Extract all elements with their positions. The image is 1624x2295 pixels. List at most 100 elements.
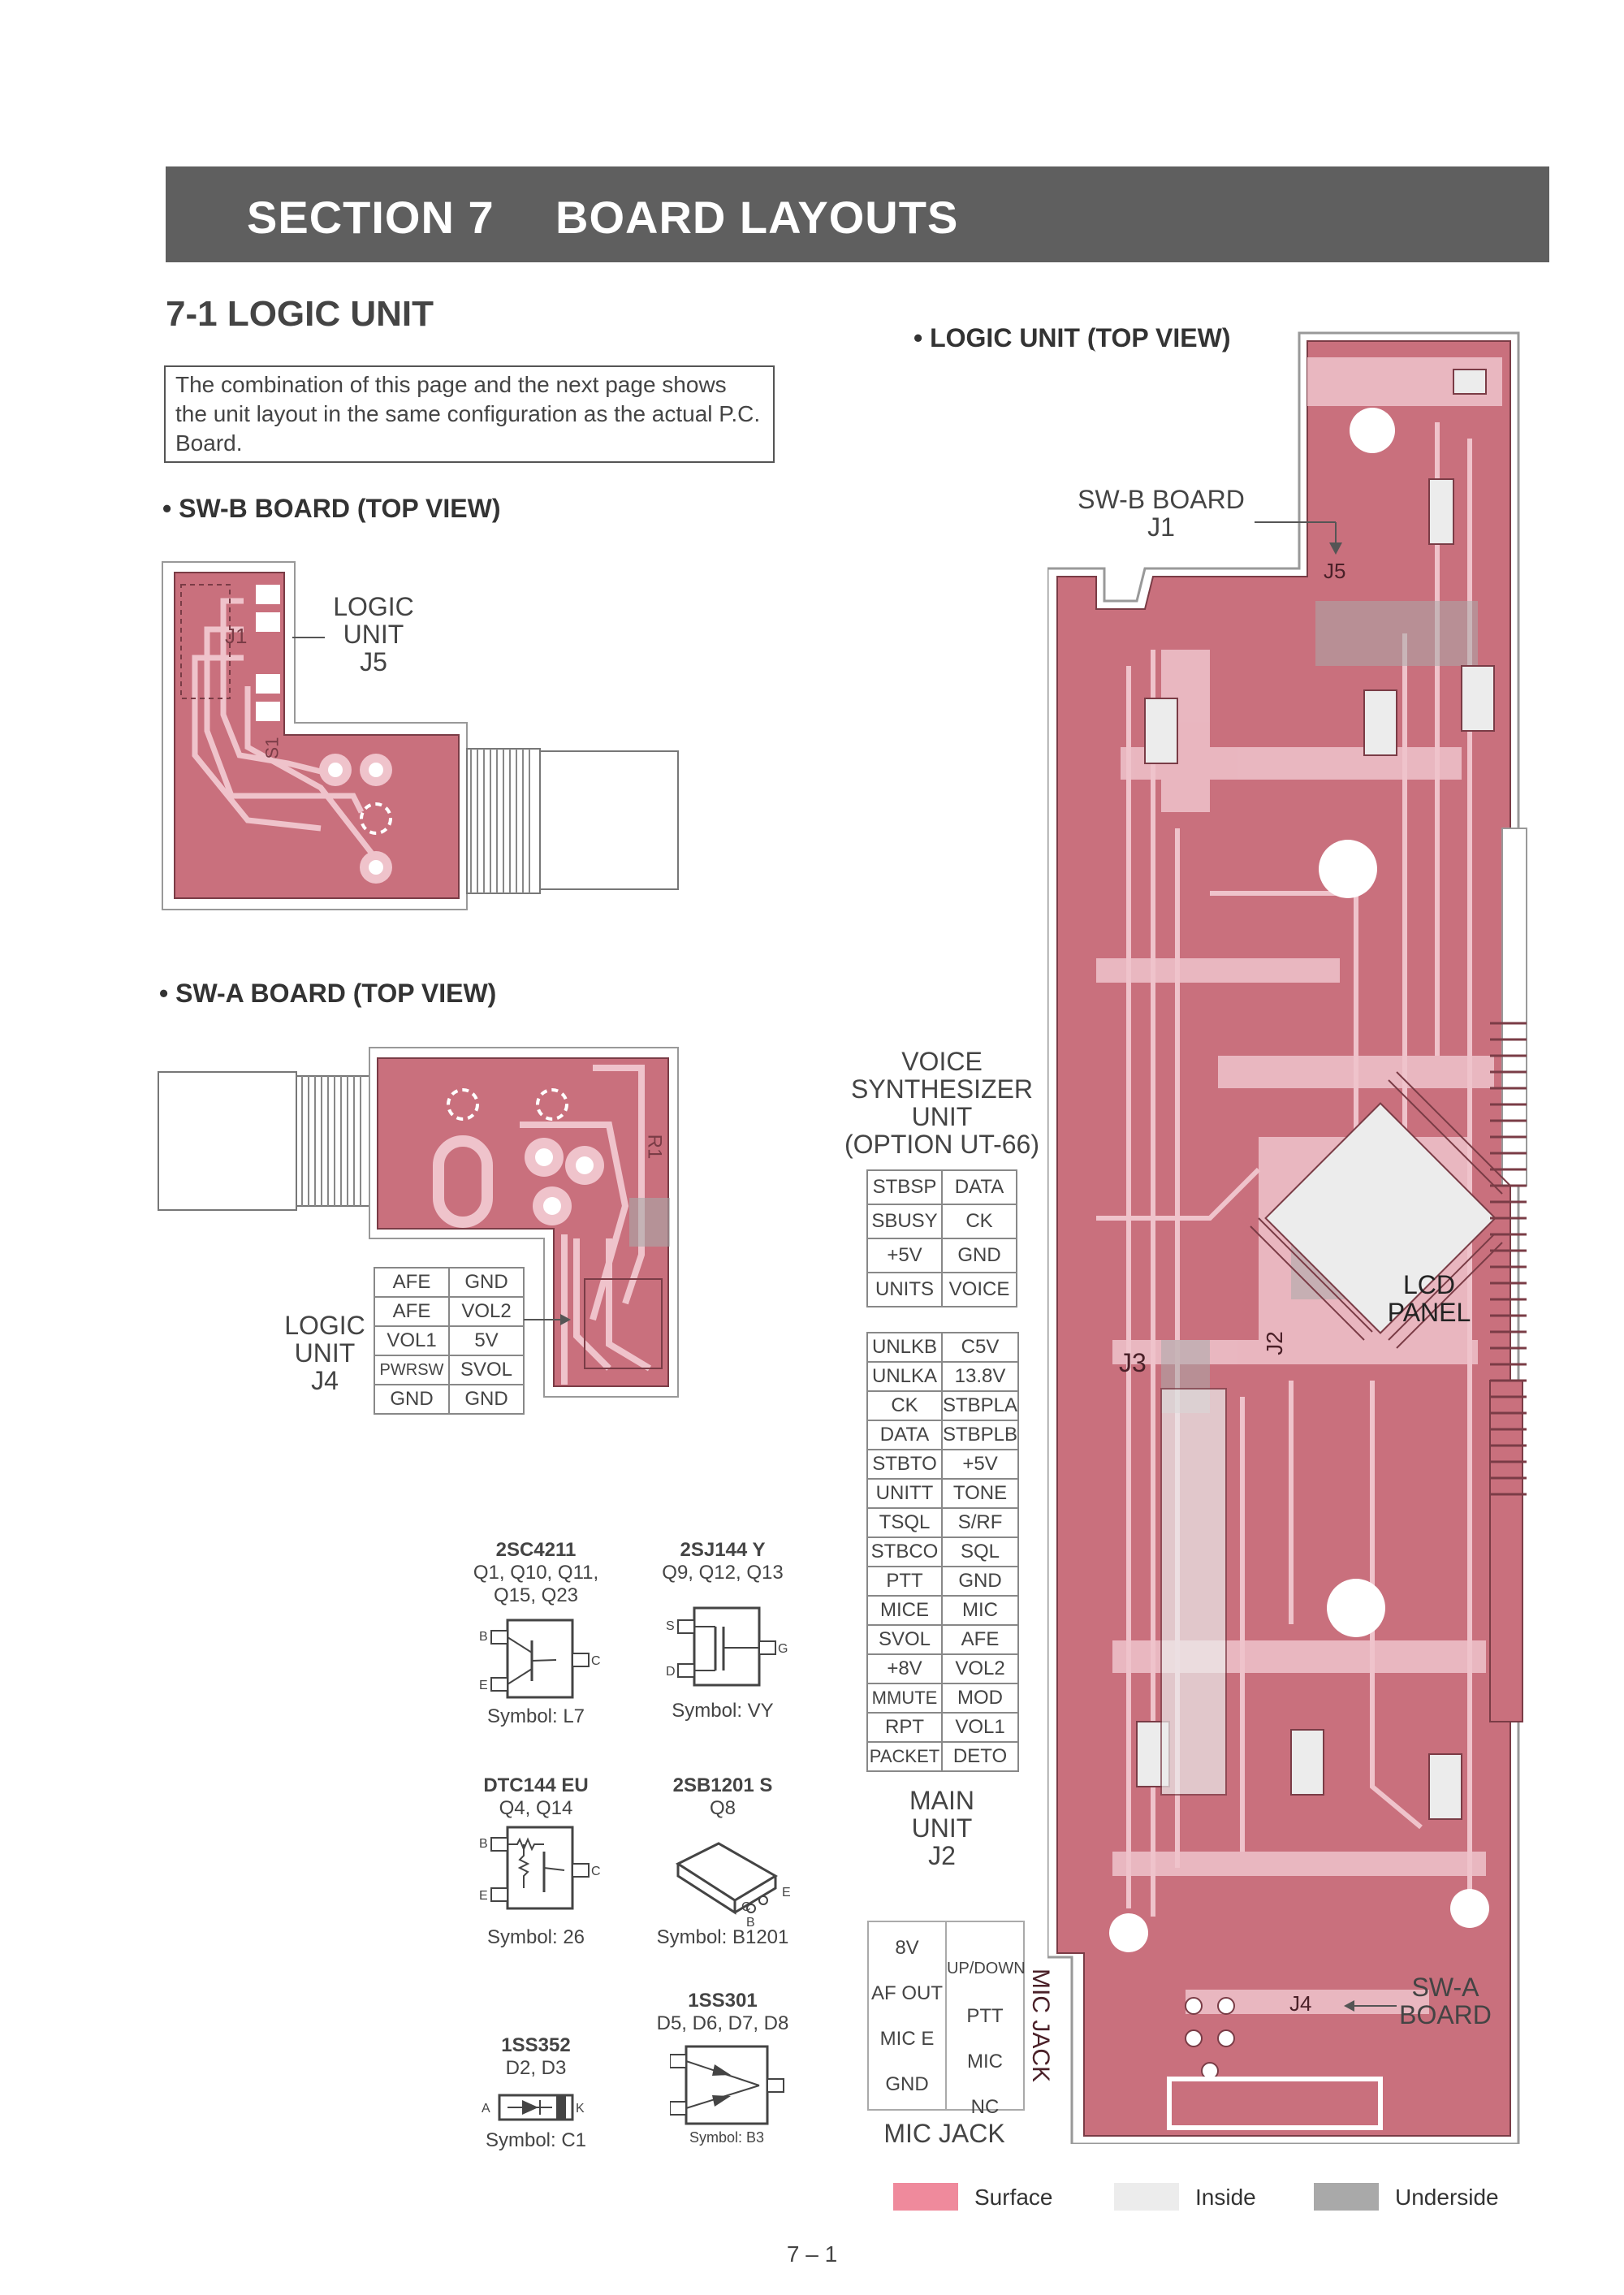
- component-part: 2SJ144 Y: [680, 1539, 766, 1561]
- mic-jack-left-col: [869, 1922, 947, 2109]
- swa-board-label: SW-A BOARD: [1380, 1973, 1510, 2029]
- pin-cell: STBPLB: [940, 1420, 1020, 1450]
- pin-cell: UNITS: [866, 1272, 943, 1307]
- component-2sc4211: 2SC4211 Q1, Q10, Q11, Q15, Q23: [455, 1539, 617, 1607]
- legend-underside-label: Underside: [1395, 2185, 1499, 2210]
- component-refs: Q4, Q14: [499, 1797, 573, 1819]
- swb-board-label: SW-B BOARD J1: [1064, 486, 1259, 541]
- pin-cell: MOD: [940, 1683, 1020, 1714]
- pin-g-label: G: [778, 1642, 788, 1656]
- component-1ss301: 1SS301 D5, D6, D7, D8: [641, 1990, 804, 2035]
- swa-connector-line: [524, 1314, 571, 1325]
- pin-cell: GND: [940, 1566, 1020, 1597]
- pin-cell: VOL1: [940, 1712, 1020, 1743]
- pin-c-label: C: [591, 1865, 601, 1878]
- component-part: 2SB1201 S: [672, 1774, 773, 1796]
- subsection-title: 7-1 LOGIC UNIT: [166, 294, 434, 334]
- component-symbol-label: Symbol: B1201: [656, 1926, 789, 1948]
- component-part: 2SC4211: [495, 1539, 577, 1561]
- component-dtc144: DTC144 EU Q4, Q14: [455, 1774, 617, 1820]
- power-transistor-icon: C E B: [675, 1842, 791, 1929]
- pin-cell: VOL2: [448, 1296, 525, 1327]
- legend-inside-label: Inside: [1195, 2185, 1256, 2210]
- component-symbol-label: Symbol: VY: [672, 1700, 774, 1722]
- component-refs: Q15, Q23: [493, 1584, 579, 1606]
- swa-heading: • SW-A BOARD (TOP VIEW): [159, 979, 497, 1008]
- pin-b-label: B: [746, 1916, 755, 1929]
- pin-cell: VOL2: [940, 1653, 1020, 1684]
- pin-cell: SVOL: [866, 1624, 943, 1655]
- component-2sb1201: 2SB1201 S Q8: [641, 1774, 804, 1820]
- component-part: DTC144 EU: [483, 1774, 589, 1796]
- component-part: 1SS352: [501, 2034, 571, 2056]
- pin-e-label: E: [782, 1886, 791, 1900]
- mic-pin-mic: MIC: [967, 2051, 1003, 2072]
- callout-line: J4: [311, 1366, 339, 1395]
- pin-cell: STBTO: [866, 1449, 943, 1480]
- pin-b-label: B: [479, 1630, 488, 1644]
- callout-line: UNIT: [294, 1338, 356, 1368]
- pin-cell: GND: [941, 1238, 1017, 1273]
- callout-line: LOGIC: [284, 1311, 365, 1340]
- lcd-panel-label: LCD PANEL: [1380, 1271, 1478, 1326]
- pin-d-label: D: [666, 1665, 676, 1679]
- pin-cell: +5V: [866, 1238, 943, 1273]
- label-line: VOICE: [901, 1047, 983, 1076]
- pin-cell: GND: [448, 1267, 525, 1298]
- pin-cell: PACKET: [866, 1741, 943, 1772]
- j2-label: J2: [1261, 1331, 1287, 1355]
- legend-swatch-inside: [1114, 2183, 1179, 2211]
- pin-cell: STBPLA: [940, 1390, 1020, 1421]
- swa-board-diagram: [158, 1047, 679, 1398]
- pin-e-label: E: [479, 1889, 488, 1903]
- pin-a-label: A: [482, 2102, 490, 2116]
- component-refs: Q8: [709, 1797, 736, 1819]
- mic-pin-ptt: PTT: [966, 2005, 1004, 2027]
- component-refs: D5, D6, D7, D8: [656, 2012, 789, 2034]
- pin-cell: C5V: [940, 1332, 1020, 1363]
- label-line: BOARD: [1399, 2000, 1492, 2029]
- pin-cell: VOICE: [941, 1272, 1017, 1307]
- pin-c-label: C: [591, 1654, 601, 1668]
- pin-cell: SVOL: [448, 1355, 525, 1385]
- mic-pin-gnd: GND: [885, 2073, 929, 2095]
- component-symbol-label: Symbol: L7: [486, 1705, 585, 1727]
- mic-jack-pcb-label: MIC JACK: [1027, 1969, 1054, 2083]
- section-title: BOARD LAYOUTS: [555, 192, 959, 243]
- pin-cell: UNITT: [866, 1478, 943, 1509]
- label-line: SYNTHESIZER: [850, 1074, 1034, 1104]
- swb-heading: • SW-B BOARD (TOP VIEW): [162, 494, 501, 523]
- pin-cell: DETO: [940, 1741, 1020, 1772]
- pin-cell: PWRSW: [374, 1355, 450, 1385]
- label-line: (OPTION UT-66): [844, 1130, 1039, 1159]
- pin-k-label: K: [576, 2102, 585, 2116]
- pin-e-label: E: [479, 1679, 488, 1692]
- pin-cell: DATA: [866, 1420, 943, 1450]
- pin-cell: TONE: [940, 1478, 1020, 1509]
- dual-diode-icon: [670, 2045, 784, 2125]
- mic-jack-table: 8V AF OUT MIC E GND UP/DOWN PTT MIC NC: [867, 1921, 1026, 2118]
- label-line: J1: [1147, 512, 1175, 542]
- pin-cell: MIC: [940, 1595, 1020, 1626]
- component-symbol-label: Symbol: B3: [689, 2129, 765, 2146]
- swa-callout: LOGIC UNIT J4: [276, 1312, 374, 1394]
- swa-r1-label: R1: [643, 1134, 666, 1160]
- page-number: 7 – 1: [786, 2241, 838, 2267]
- main-unit-label: MAIN UNIT J2: [885, 1787, 999, 1869]
- transistor-icon: B C E: [479, 1619, 601, 1699]
- pin-cell: PTT: [866, 1566, 943, 1597]
- pin-cell: DATA: [941, 1169, 1017, 1205]
- pin-cell: STBSP: [866, 1169, 943, 1205]
- swb-callout: LOGIC UNIT J5: [321, 593, 426, 676]
- mic-pin-8v: 8V: [895, 1937, 919, 1959]
- component-refs: Q1, Q10, Q11,: [473, 1562, 599, 1584]
